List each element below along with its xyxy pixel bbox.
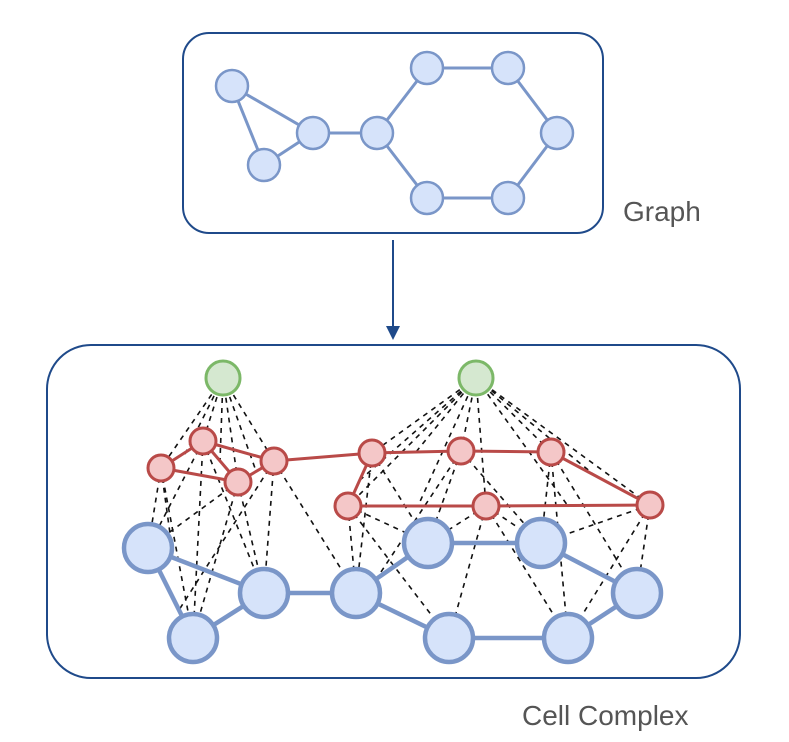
face-cell-nodes [204,359,495,397]
red-edge [273,451,373,463]
cell-node [121,521,175,575]
edge-cell-node [536,437,566,467]
edge-cell-node [188,426,218,456]
edge-cell-node [471,491,501,521]
graph-node [490,50,526,86]
cell-node [166,611,220,665]
graph-nodes [214,50,575,216]
cell-node [401,516,455,570]
red-edge [485,503,651,508]
cell-node [422,611,476,665]
edge-cell-node [259,446,289,476]
face-cell-node [457,359,495,397]
edge-cell-node [446,436,476,466]
cell-node [329,566,383,620]
down-arrow-icon [386,240,400,340]
cell-node [514,516,568,570]
red-edge [371,449,462,455]
graph-label: Graph [623,196,701,227]
face-cell-node [204,359,242,397]
graph-node [539,115,575,151]
graph-node [490,180,526,216]
red-edge [460,449,552,454]
graph-node [409,50,445,86]
cell-complex-panel [46,344,741,679]
cell-complex-nodes [121,516,664,665]
graph-node [246,147,282,183]
red-edge [550,450,651,507]
graph-node [409,180,445,216]
cell-node [541,611,595,665]
graph-node [295,115,331,151]
cell-complex-label: Cell Complex [522,700,689,731]
edge-cell-node [146,453,176,483]
cell-node [610,566,664,620]
cell-node [237,566,291,620]
graph-node [214,68,250,104]
graph-node [359,115,395,151]
edge-cell-node [357,438,387,468]
graph-panel [182,32,604,234]
edge-cell-node [635,490,665,520]
edge-cell-nodes [146,426,665,521]
edge-cell-node [333,491,363,521]
edge-cell-node [223,467,253,497]
cell-complex-frame [46,344,741,679]
